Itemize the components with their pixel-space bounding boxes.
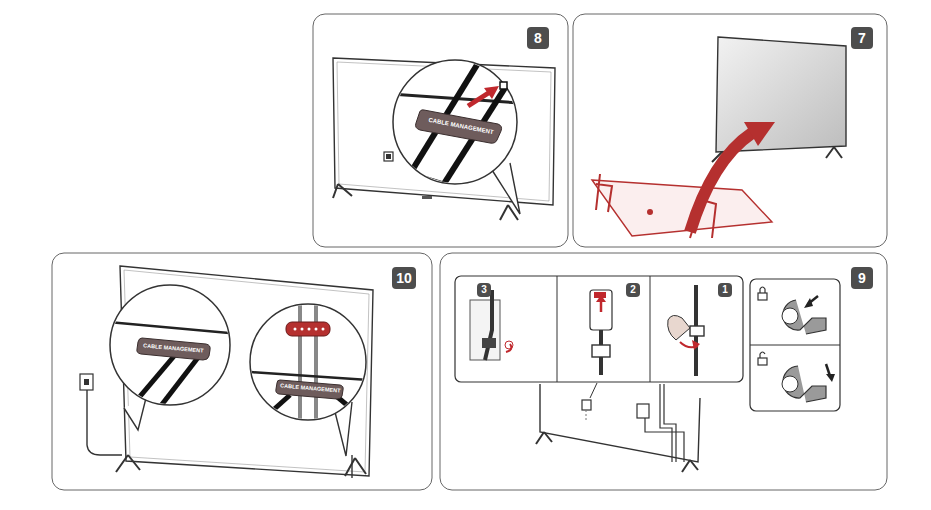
lock-icon (758, 287, 767, 365)
substep-number: 3 (477, 283, 491, 297)
substep-number: 2 (626, 283, 640, 297)
step-panel (313, 14, 568, 247)
callout-number: 8 (534, 31, 542, 45)
part-label: CABLE MANAGEMENT (280, 384, 341, 395)
part-label: CABLE MANAGEMENT (428, 117, 494, 135)
callout-number: 3 (481, 285, 487, 295)
step-panel (440, 253, 887, 490)
callout-number: 9 (858, 271, 866, 285)
step-panel (52, 253, 432, 490)
callout-number: 7 (858, 31, 866, 45)
step-number: 9 (851, 267, 873, 289)
step-number: 10 (392, 267, 416, 289)
step-number: 7 (851, 27, 873, 49)
callout-number: 1 (722, 285, 728, 295)
step-panel (573, 14, 887, 247)
substep-number: 1 (718, 283, 732, 297)
callout-number: 10 (396, 271, 412, 285)
part-label: CABLE MANAGEMENT (143, 344, 204, 355)
step-number: 8 (527, 27, 549, 49)
callout-number: 2 (630, 285, 636, 295)
